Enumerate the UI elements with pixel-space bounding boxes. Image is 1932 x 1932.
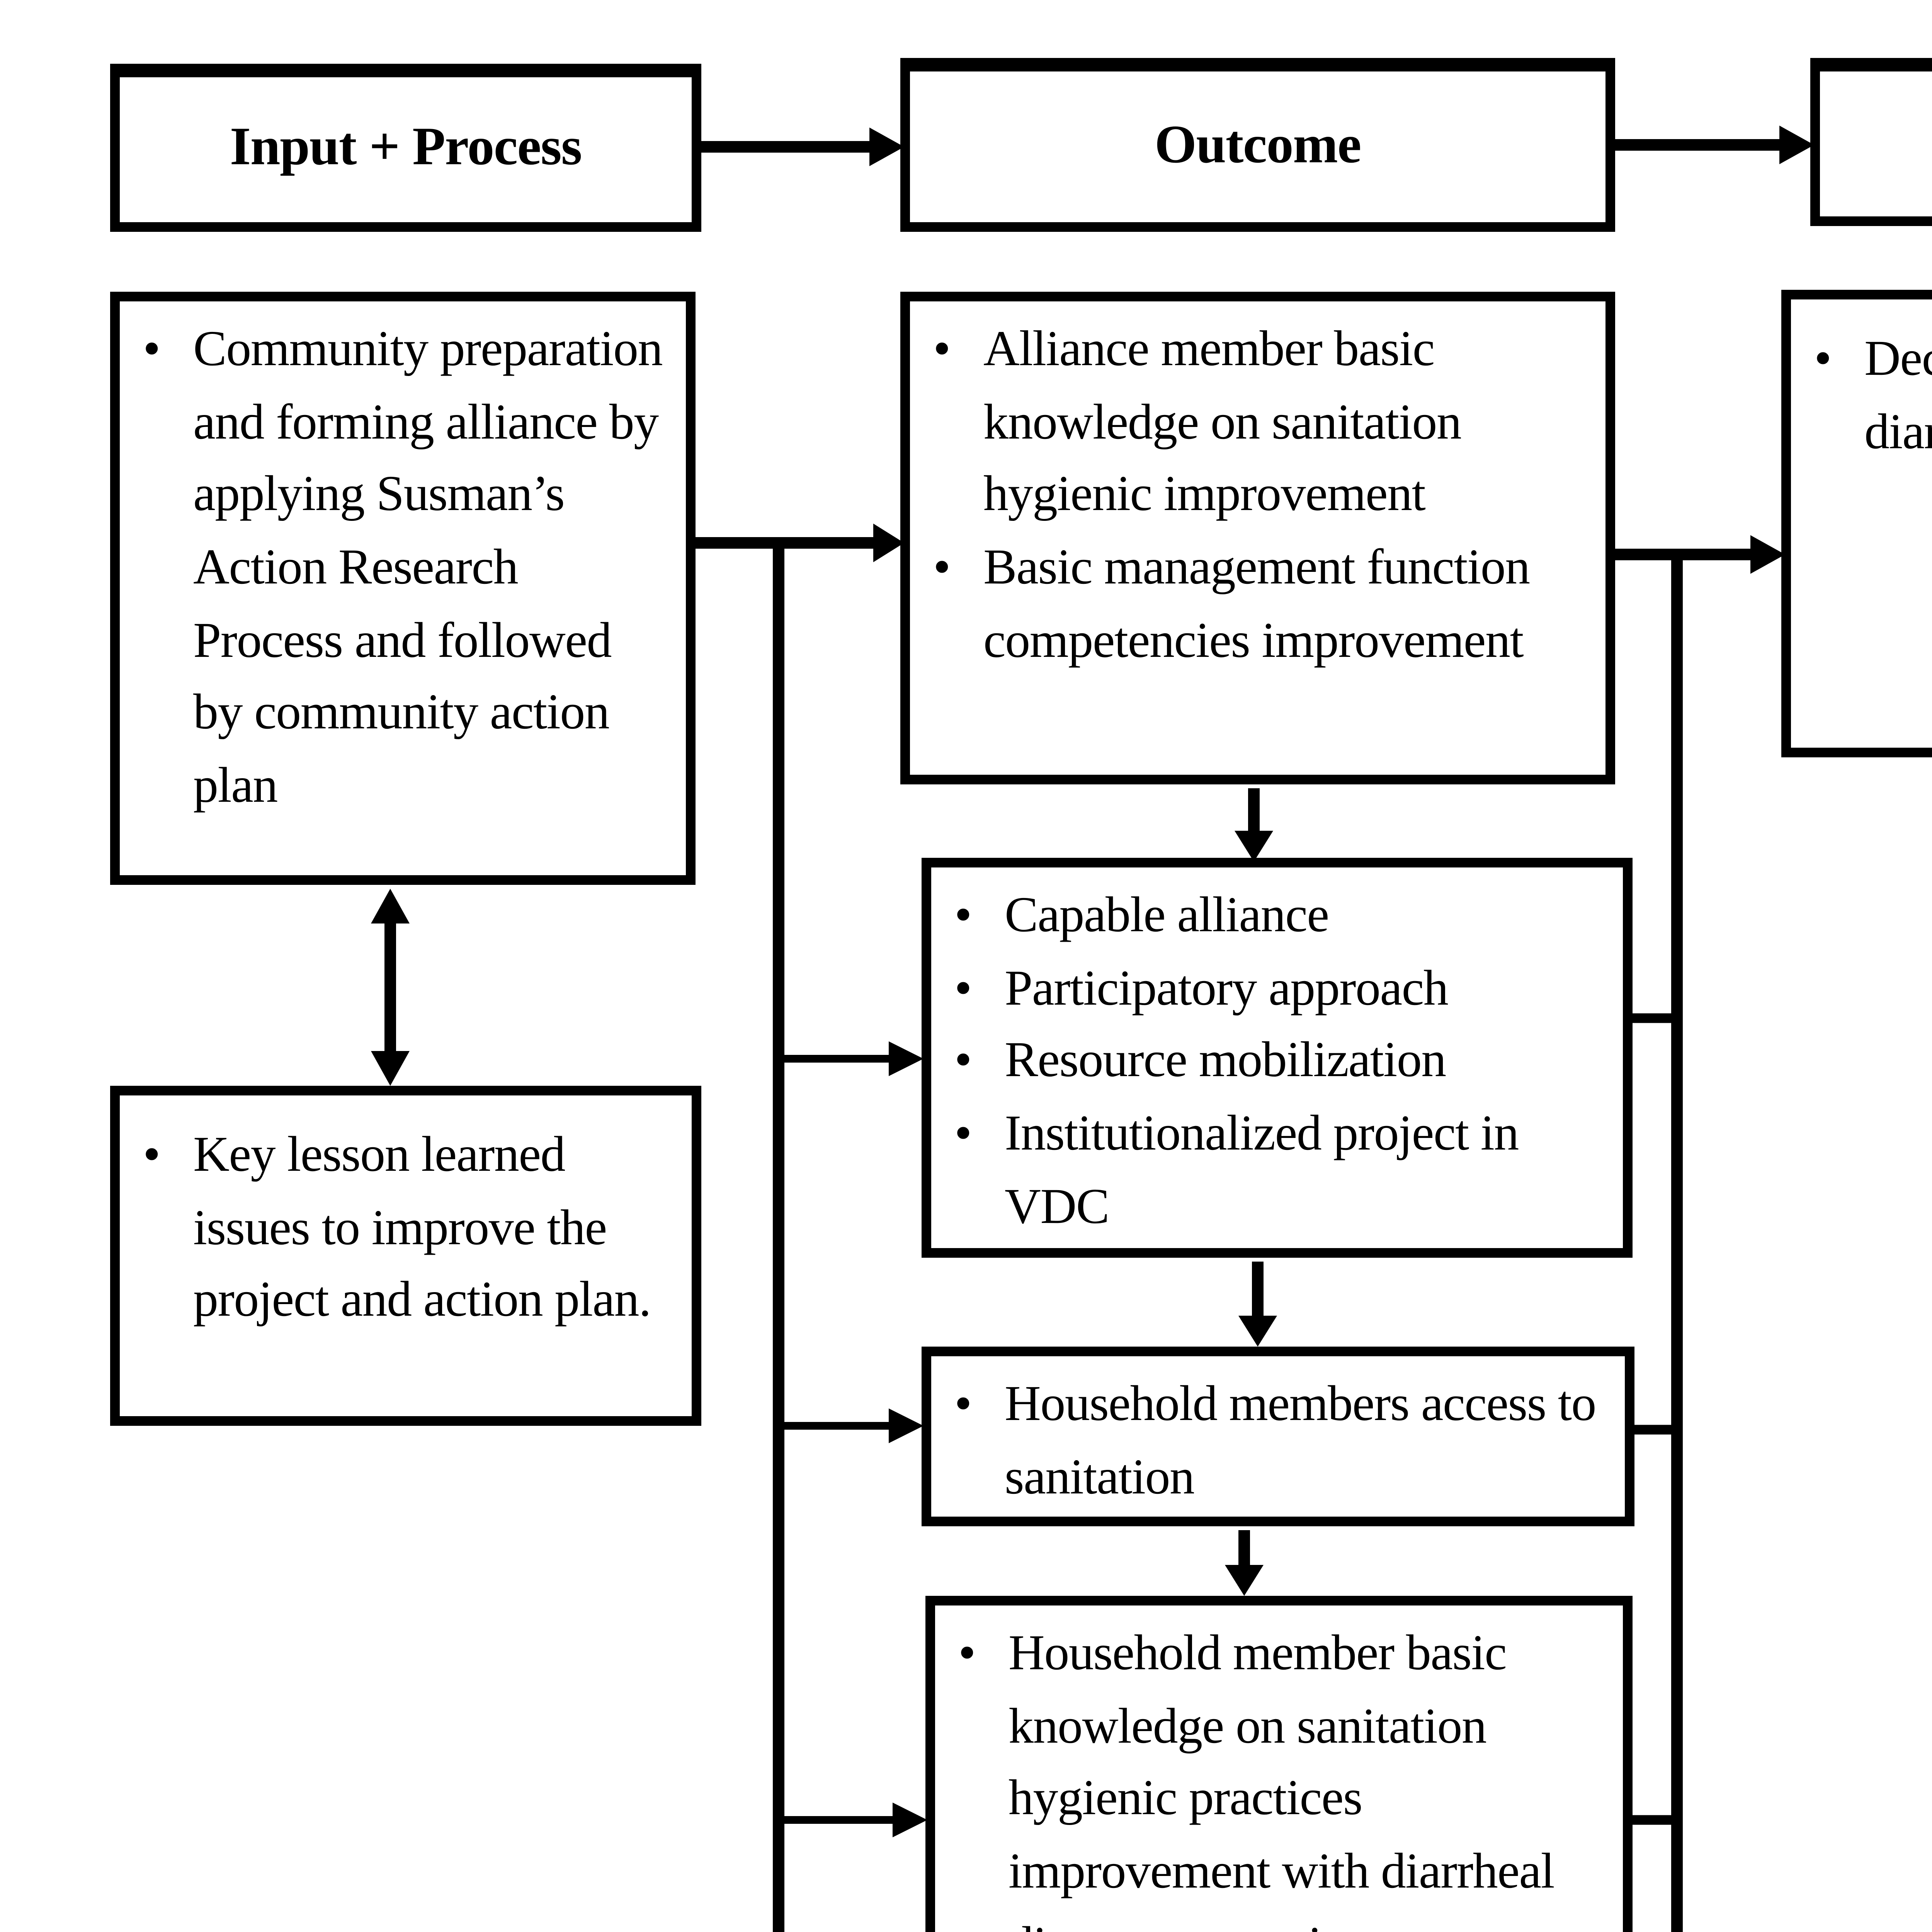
list-item: Household members access to sanitation (954, 1368, 1609, 1514)
list-item: Basic management function competencies i… (933, 531, 1590, 677)
bullet-icon (954, 952, 1005, 1024)
impact-text: Decreased prevalence of diarrhea (1864, 330, 1932, 459)
arrow-bus-to-access-box (784, 1408, 923, 1443)
list-item: Institutionalized project in VDC (954, 1097, 1607, 1243)
bullet-icon (143, 313, 193, 386)
arrow-double-preparation-lessons (371, 889, 410, 1086)
input-preparation-box: Community preparation and forming allian… (110, 292, 696, 885)
header-outcome-label: Outcome (1155, 115, 1361, 175)
outcome-household-knowledge-box: Household member basic knowledge on sani… (925, 1596, 1633, 1932)
bullet-icon (933, 313, 983, 386)
arrow-input-to-outcome-header (701, 128, 904, 166)
outcome-alliance-item-1: Capable alliance (1005, 887, 1329, 943)
outcome-alliance-item-2: Participatory approach (1005, 959, 1449, 1016)
arrow-knowledge-to-alliance (1235, 788, 1273, 862)
outcome-access-text: Household members access to sanitation (1005, 1376, 1596, 1505)
header-outcome: Outcome (900, 58, 1615, 232)
outcome-knowledge-box: Alliance member basic knowledge on sanit… (900, 292, 1615, 784)
bullet-icon (954, 1097, 1005, 1170)
list-item: Key lesson learned issues to improve the… (143, 1119, 676, 1337)
bullet-icon (1814, 323, 1864, 395)
impact-box: Decreased prevalence of diarrhea (1781, 290, 1932, 757)
outcome-access-box: Household members access to sanitation (922, 1347, 1634, 1526)
list-item: Household member basic knowledge on sani… (958, 1617, 1607, 1932)
outcome-household-knowledge-text: Household member basic knowledge on sani… (1009, 1625, 1555, 1932)
arrow-alliance-to-access (1238, 1262, 1277, 1347)
bullet-icon (958, 1617, 1009, 1690)
bullet-icon (954, 879, 1005, 952)
outcome-alliance-item-3: Resource mobilization (1005, 1032, 1446, 1088)
outcome-knowledge-text-1: Alliance member basic knowledge on sanit… (983, 321, 1462, 522)
outcome-alliance-box: Capable alliance Participatory approach … (922, 858, 1633, 1258)
header-input-process-label: Input + Process (230, 118, 582, 179)
list-item: Participatory approach (954, 952, 1607, 1024)
list-item: Decreased prevalence of diarrhea (1814, 323, 1932, 468)
arrow-preparation-to-knowledge (696, 524, 904, 562)
header-input-process: Input + Process (110, 64, 701, 232)
list-item: Resource mobilization (954, 1025, 1607, 1097)
arrow-outcomes-to-impact (1615, 535, 1785, 574)
list-item: Capable alliance (954, 879, 1607, 952)
input-lessons-box: Key lesson learned issues to improve the… (110, 1086, 701, 1426)
outcome-alliance-item-4: Institutionalized project in VDC (1005, 1105, 1519, 1234)
bullet-icon (954, 1025, 1005, 1097)
outcome-knowledge-text-2: Basic management function competencies i… (983, 539, 1530, 668)
header-impact: Impact (1810, 58, 1932, 226)
list-item: Community preparation and forming allian… (143, 313, 670, 823)
bullet-icon (143, 1119, 193, 1191)
arrow-bus-to-household-knowledge-box (784, 1803, 927, 1837)
input-preparation-text: Community preparation and forming allian… (193, 321, 663, 814)
bullet-icon (933, 531, 983, 604)
arrow-access-to-household-knowledge (1225, 1530, 1264, 1596)
list-item: Alliance member basic knowledge on sanit… (933, 313, 1590, 531)
input-lessons-text: Key lesson learned issues to improve the… (193, 1126, 651, 1328)
bullet-icon (954, 1368, 1005, 1440)
arrow-bus-to-alliance-box (784, 1041, 923, 1076)
arrow-outcome-to-impact-header (1615, 126, 1814, 164)
